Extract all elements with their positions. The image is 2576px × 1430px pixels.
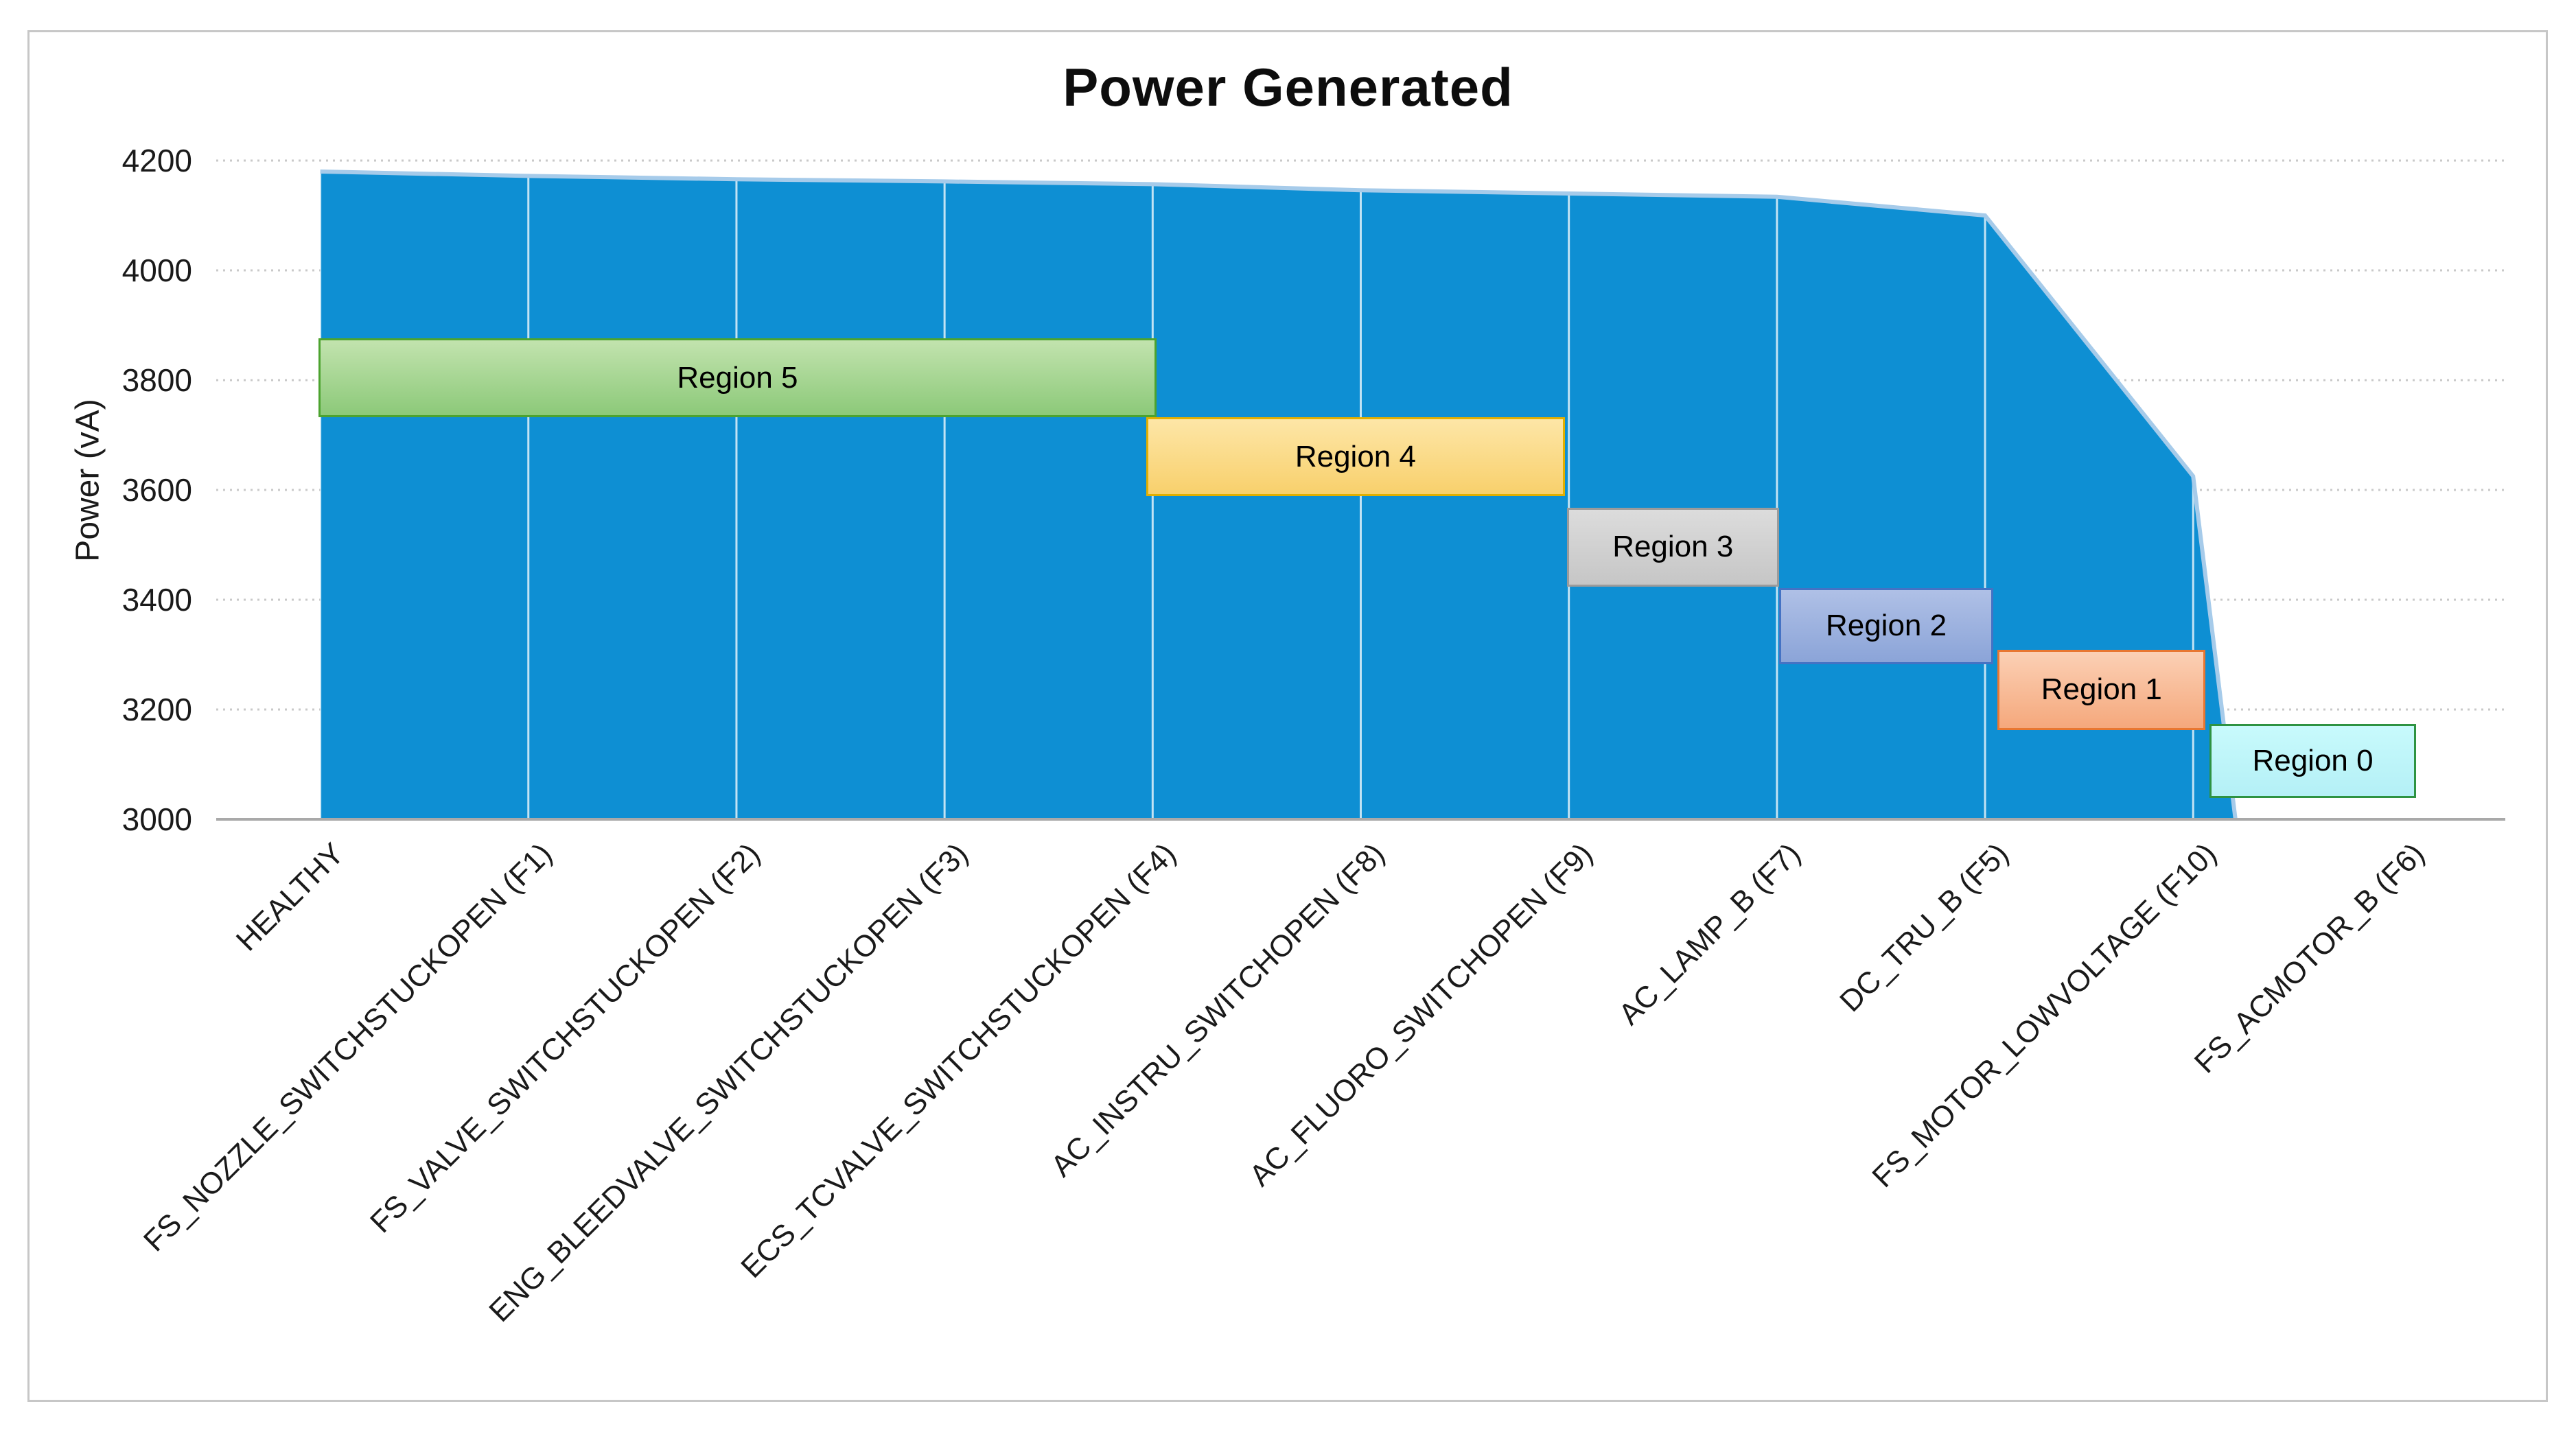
y-tick-label-3800: 3800 [121,362,192,398]
region-label: Region 4 [1295,439,1416,473]
y-tick-label-4000: 4000 [121,253,192,288]
y-tick-label-3000: 3000 [121,801,192,837]
region-box-region-1: Region 1 [1997,649,2206,730]
y-tick-label-3600: 3600 [121,472,192,508]
region-box-region-5: Region 5 [318,338,1157,418]
region-label: Region 5 [677,360,798,395]
region-box-region-4: Region 4 [1146,417,1565,496]
region-box-region-3: Region 3 [1566,507,1779,587]
y-tick-label-3400: 3400 [121,582,192,618]
region-box-region-0: Region 0 [2209,723,2416,798]
chart-title: Power Generated [1063,57,1513,117]
region-label: Region 2 [1825,609,1947,643]
area-top-edge [320,169,2238,819]
y-tick-label-3200: 3200 [121,692,192,727]
region-label: Region 0 [2252,743,2374,777]
region-box-region-2: Region 2 [1778,588,1994,664]
region-label: Region 1 [2041,672,2162,707]
y-tick-label-4200: 4200 [121,143,192,178]
region-label: Region 3 [1612,530,1734,564]
